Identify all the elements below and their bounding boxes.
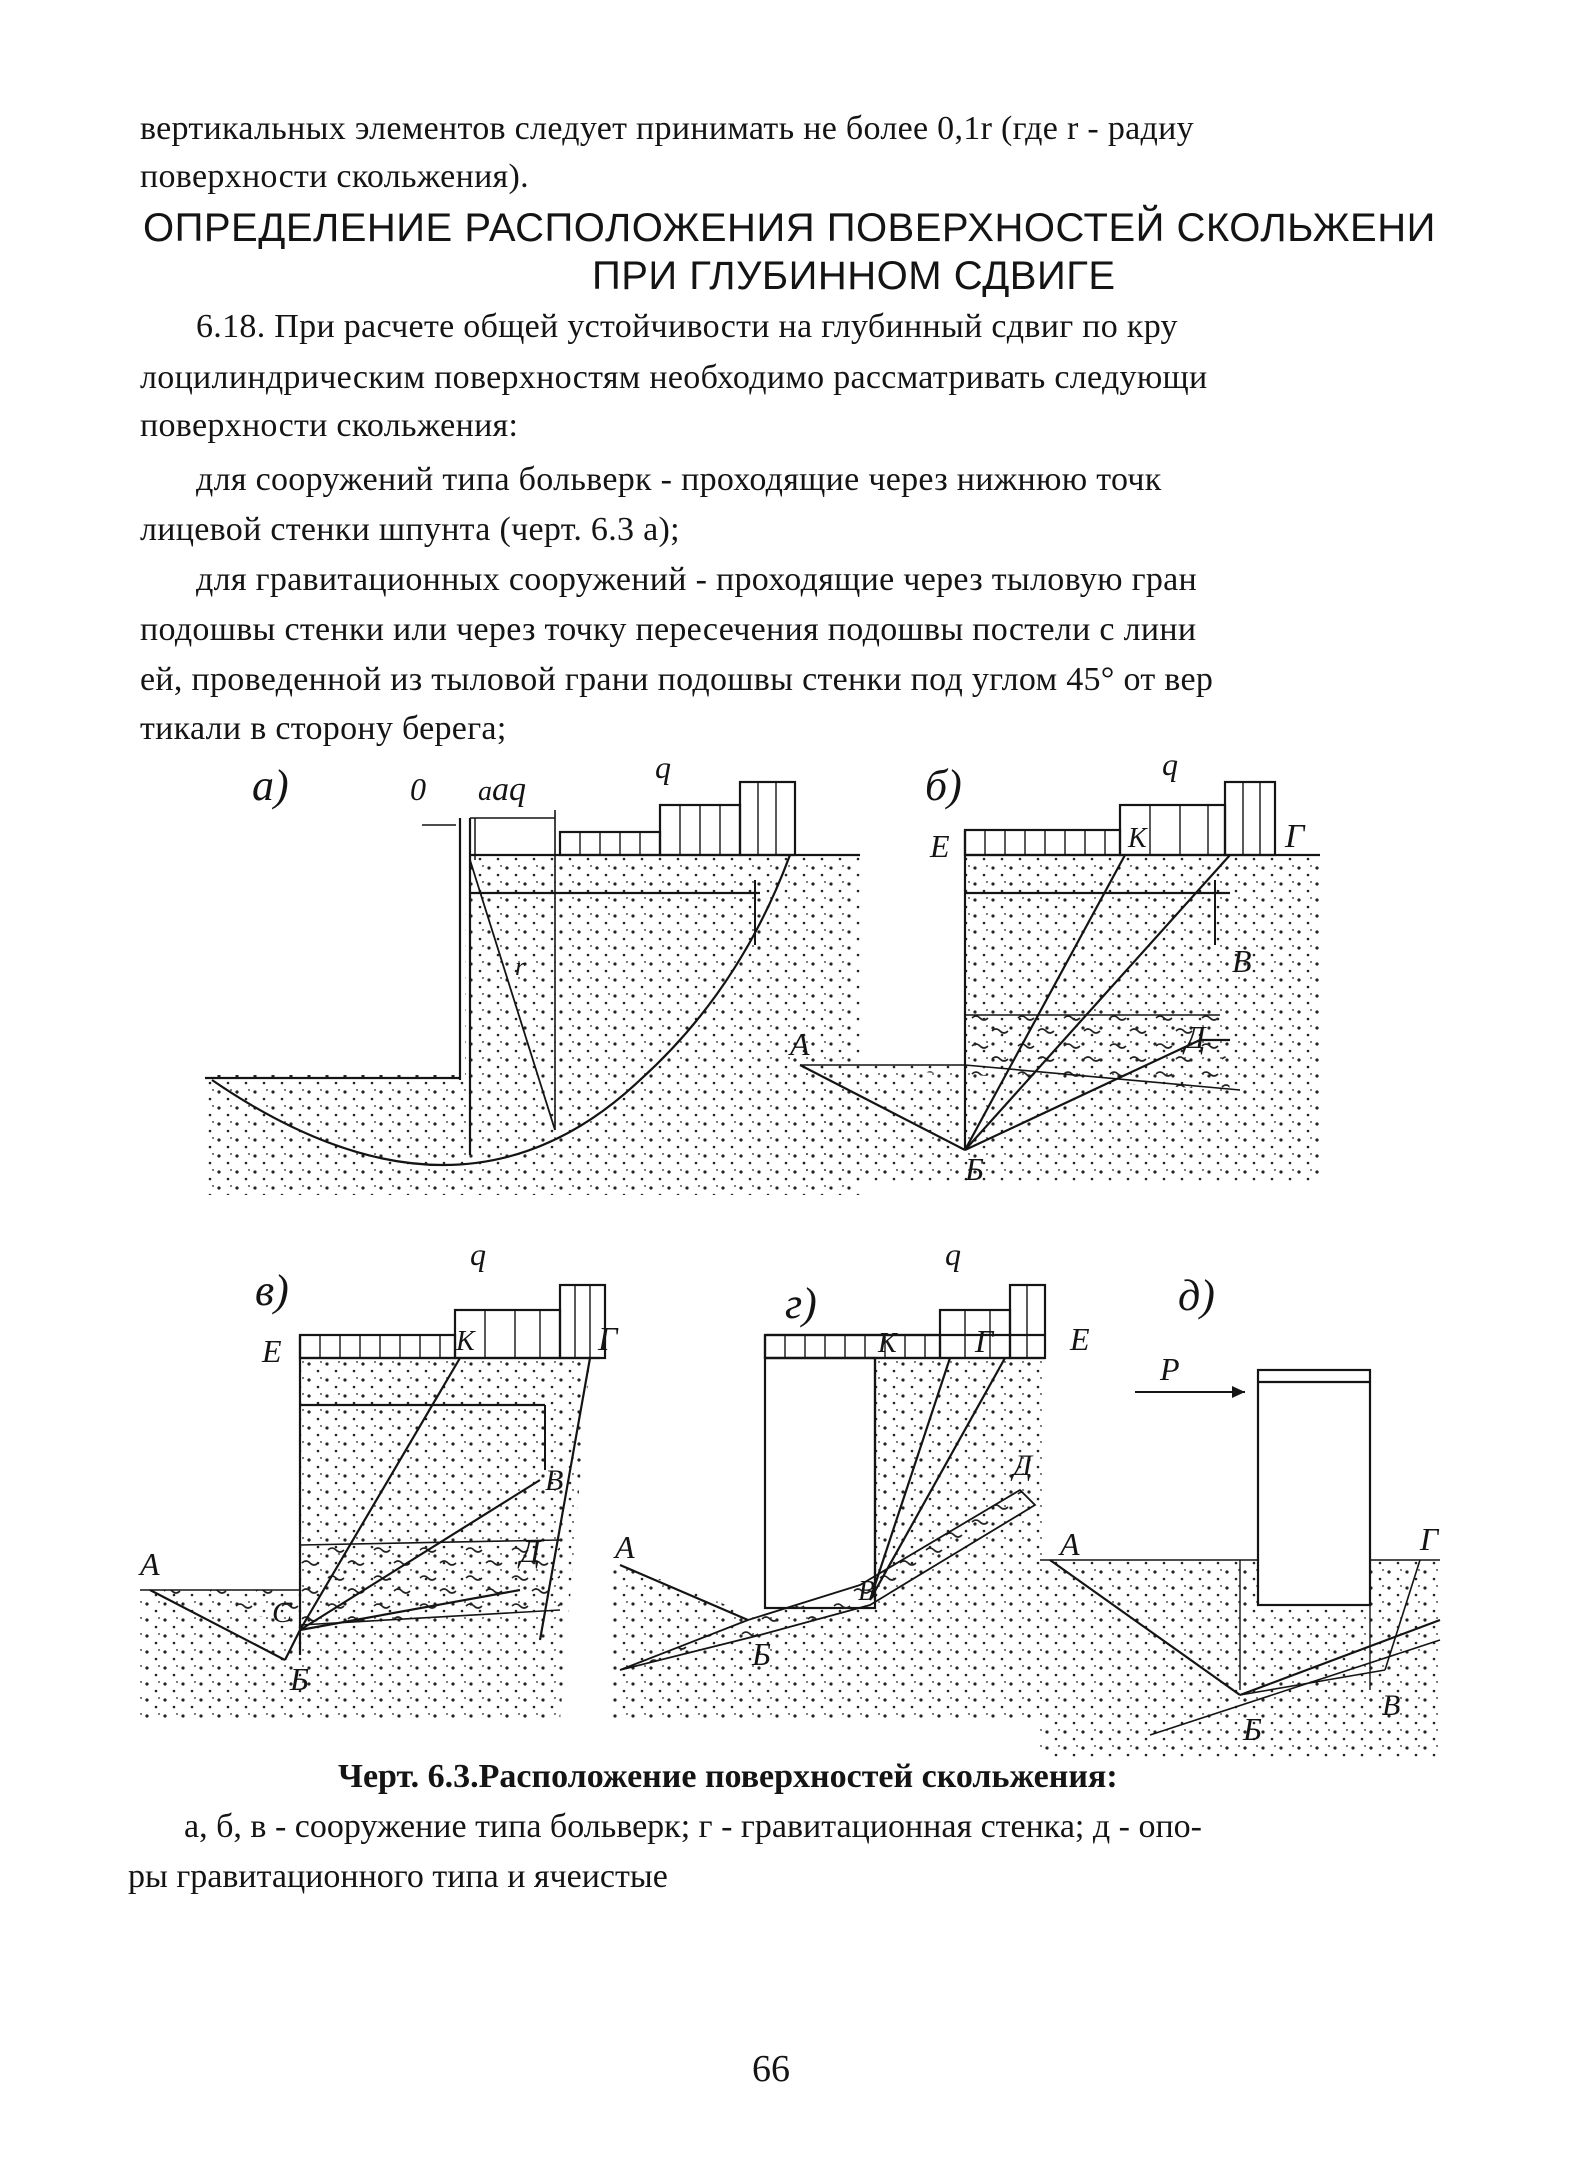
panel-v-label-a: А xyxy=(138,1546,160,1582)
panel-v-label-c: С xyxy=(272,1596,293,1629)
panel-v-label-g: Г xyxy=(597,1321,619,1358)
panel-g-label: г) xyxy=(785,1279,817,1328)
panel-g-backfill xyxy=(610,1358,1045,1720)
text-line-8: для сооружений типа больверк - проходящи… xyxy=(196,461,1162,498)
panel-v-label-d: Д xyxy=(517,1533,542,1569)
panel-a-label-q: q xyxy=(655,749,671,785)
panel-v-weak-layer xyxy=(140,1540,560,1625)
panel-a-label: а) xyxy=(252,761,289,810)
text-line-1: вертикальных элементов следует принимать… xyxy=(140,110,1194,147)
panel-b: б) q Е К Г В Д А xyxy=(788,746,1320,1187)
panel-g-label-g: Г xyxy=(974,1323,995,1359)
panel-d-label-g: Г xyxy=(1419,1521,1440,1557)
panel-g-label-e: Е xyxy=(1069,1321,1090,1357)
panel-v-label-e: Е xyxy=(261,1333,282,1369)
panel-v-label-q: q xyxy=(470,1236,486,1272)
panel-b-label-k: К xyxy=(1127,823,1148,854)
panel-a: а) 0 a aq q r xyxy=(205,749,860,1195)
panel-v-label-b: Б xyxy=(289,1661,309,1697)
panel-a-label-aq: aq xyxy=(492,771,526,808)
section-heading-line-1: ОПРЕДЕЛЕНИЕ РАСПОЛОЖЕНИЯ ПОВЕРХНОСТЕЙ СК… xyxy=(143,206,1436,250)
panel-a-label-zero: 0 xyxy=(410,771,426,807)
panel-v-backfill xyxy=(140,1358,590,1720)
panel-g-label-k: К xyxy=(877,1328,898,1359)
panel-d-label-a: А xyxy=(1058,1526,1080,1562)
panel-a-label-r: r xyxy=(515,952,526,981)
panel-v-label-k: К xyxy=(455,1326,476,1357)
panel-g-label-q: q xyxy=(945,1236,961,1272)
panel-b-label: б) xyxy=(925,761,962,810)
panel-v: в) q Е К Г В Д xyxy=(138,1236,619,1720)
panel-a-label-a: a xyxy=(478,776,492,807)
panel-b-label-v: В xyxy=(1232,943,1252,979)
panel-g: г) q К Г Е Д А В Б xyxy=(610,1236,1090,1720)
panel-d-label-b: Б xyxy=(1242,1711,1262,1747)
text-line-11: подошвы стенки или через точку пересечен… xyxy=(140,611,1197,648)
panel-b-label-a: А xyxy=(788,1026,810,1062)
text-line-12: ей, проведенной из тыловой грани подошвы… xyxy=(140,661,1214,698)
panel-g-label-b: Б xyxy=(751,1636,771,1672)
text-line-2: поверхности скольжения). xyxy=(140,158,529,195)
text-line-10: для гравитационных сооружений - проходящ… xyxy=(196,561,1198,598)
panel-d-label: д) xyxy=(1178,1271,1215,1320)
panel-d-caisson xyxy=(1256,1368,1372,1607)
panel-b-label-g: Г xyxy=(1284,818,1306,855)
panel-a-slip-circle xyxy=(211,854,792,1166)
panel-b-label-e: Е xyxy=(929,828,950,864)
text-line-9: лицевой стенки шпунта (черт. 6.3 а); xyxy=(140,511,680,548)
page-number: 66 xyxy=(752,2048,790,2090)
panel-b-label-q: q xyxy=(1162,746,1178,782)
figure-caption-title: Черт. 6.3.Расположение поверхностей скол… xyxy=(338,1758,1118,1795)
text-line-7: поверхности скольжения: xyxy=(140,407,519,444)
figure-caption-line-2: ры гравитационного типа и ячеистые xyxy=(128,1858,668,1895)
text-line-13: тикали в сторону берега; xyxy=(140,710,507,747)
panel-v-label-v: В xyxy=(545,1464,563,1497)
panel-g-wall xyxy=(763,1356,877,1610)
panel-g-label-d: Д xyxy=(1010,1449,1034,1482)
text-line-5: 6.18. При расчете общей устойчивости на … xyxy=(196,308,1178,345)
figure-caption-line-1: а, б, в - сооружение типа больверк; г - … xyxy=(184,1808,1202,1845)
panel-d-label-v: В xyxy=(1382,1689,1400,1722)
panel-b-weak-layer xyxy=(800,1015,1230,1090)
panel-d: д) Р А Г В Б xyxy=(1040,1271,1441,1760)
panel-g-label-a: А xyxy=(613,1529,635,1565)
panel-d-label-p: Р xyxy=(1159,1351,1180,1387)
panel-v-label: в) xyxy=(255,1266,289,1315)
panel-a-backfill xyxy=(205,855,860,1195)
panel-b-label-d: Д xyxy=(1182,1019,1207,1055)
text-line-6: лоцилиндрическим поверхностям необходимо… xyxy=(140,359,1208,396)
section-heading-line-2: ПРИ ГЛУБИННОМ СДВИГЕ xyxy=(592,254,1116,298)
panel-b-label-b: Б xyxy=(964,1151,984,1187)
panel-g-label-v: В xyxy=(858,1576,875,1607)
